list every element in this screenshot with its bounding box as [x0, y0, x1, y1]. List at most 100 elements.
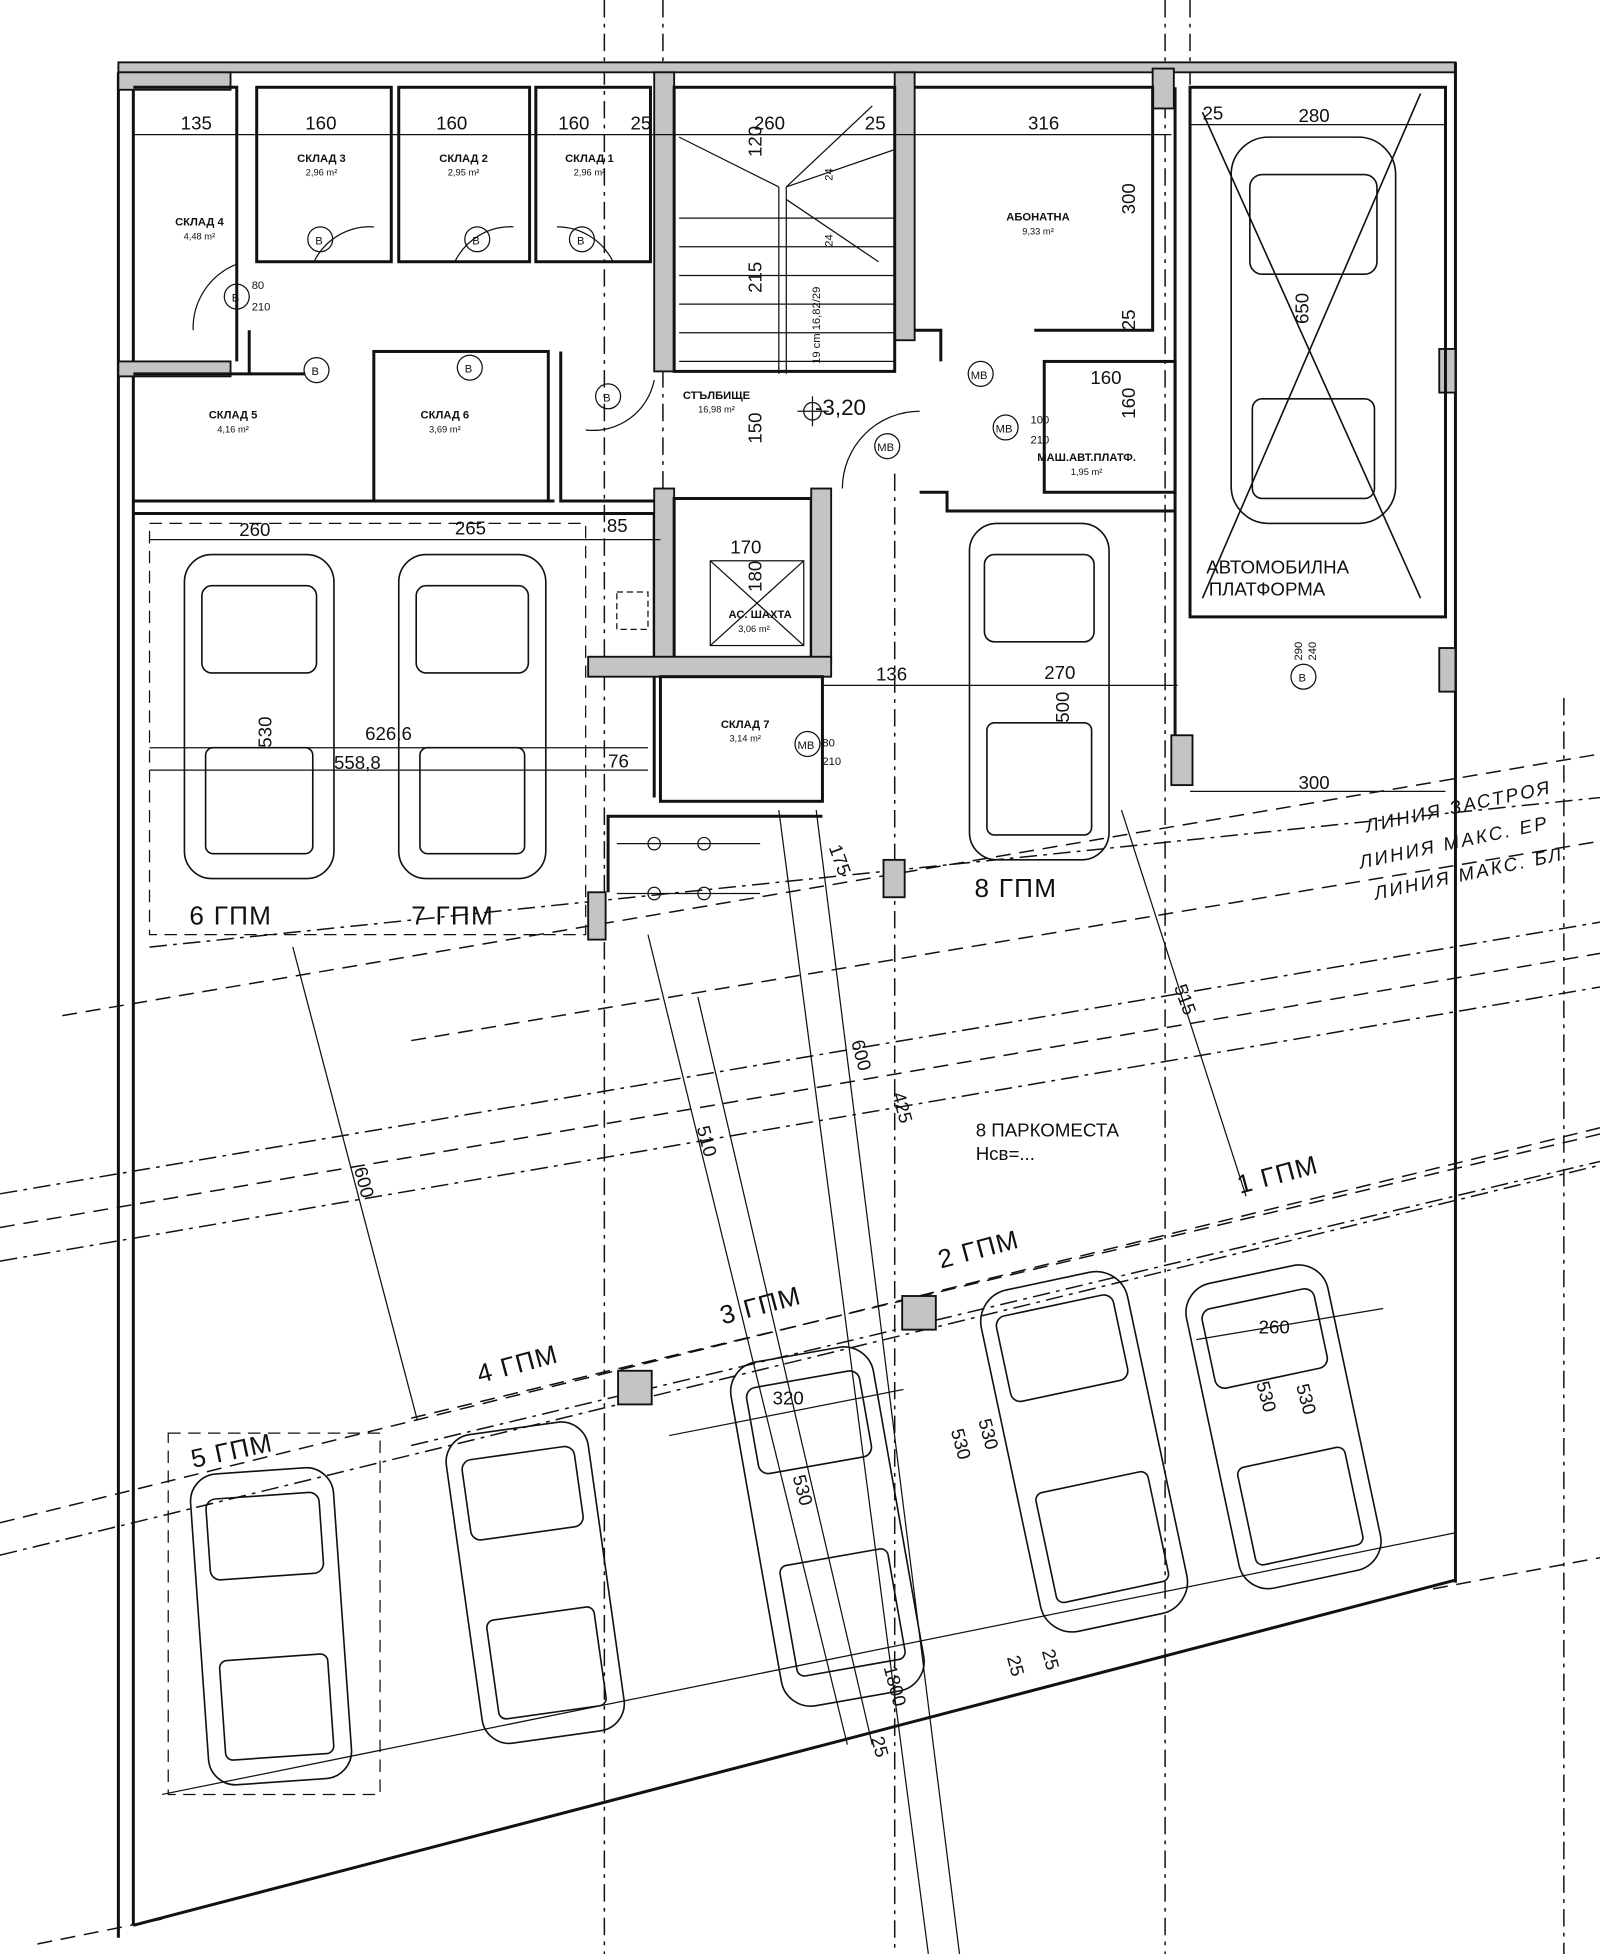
room-name: МАШ.АВТ.ПЛАТФ. [1037, 452, 1136, 464]
car-icon [189, 1466, 353, 1786]
room-name: СКЛАД 2 [439, 153, 488, 165]
door-tag: В [472, 235, 479, 247]
room-area: 16,98 m² [698, 405, 735, 415]
dim-label: 25 [1202, 103, 1223, 124]
dim-label: 76 [608, 751, 629, 772]
room-name: СКЛАД 7 [721, 719, 770, 731]
parking-spot-3: 3 ГПМ [717, 1280, 805, 1330]
dim-label: 24 [823, 168, 835, 180]
dim-label: 425 [888, 1090, 916, 1126]
dim-label: 600 [350, 1165, 378, 1201]
dim-label: 270 [1044, 662, 1075, 683]
dim-label: 300 [1298, 772, 1329, 793]
door-tag: В [577, 235, 584, 247]
door-width: 80 [822, 737, 834, 749]
dim-label: 160 [1090, 367, 1121, 388]
axis-lines [603, 0, 1565, 1954]
room-area: 2,96 m² [574, 168, 606, 178]
door-width: 100 [1031, 415, 1050, 427]
room-name: СКЛАД 4 [175, 217, 224, 229]
dim-label: 175 [825, 842, 855, 878]
stair [678, 105, 895, 427]
dimensions-middle: 260 265 85 170 180 136 270 500 530 626,6… [239, 515, 1329, 793]
room-name: СТЪЛБИЩЕ [683, 390, 751, 402]
car-icon [1185, 1264, 1382, 1590]
dim-label: 316 [1028, 113, 1059, 134]
platform-label: ПЛАТФОРМА [1209, 579, 1326, 600]
dim-label: 530 [789, 1472, 817, 1508]
parking-spot-1: 1 ГПМ [1234, 1149, 1322, 1199]
regulation-line-labels: ЛИНИЯ ЗАСТРОЯ ЛИНИЯ МАКС. ЕР ЛИНИЯ МАКС.… [1356, 776, 1565, 904]
dim-label: 280 [1298, 105, 1329, 126]
car-icon [397, 553, 547, 880]
dimensions-upper: 120 24 24 215 300 25 160 160 150 650 19 … [744, 126, 1312, 444]
door-tag: В [1298, 673, 1305, 685]
door-height: 210 [1031, 435, 1050, 447]
level-mark: -3,20 [815, 395, 866, 420]
room-area: 3,69 m² [429, 424, 461, 434]
door-height: 240 [1307, 642, 1319, 661]
door-tag: В [603, 392, 610, 404]
room-name: СКЛАД 5 [209, 410, 258, 422]
parking-count: 8 ПАРКОМЕСТА [976, 1120, 1120, 1141]
dim-label: 24 [823, 234, 835, 246]
dim-label: 170 [730, 536, 761, 557]
room-area: 2,96 m² [306, 168, 338, 178]
dim-label: 260 [239, 519, 270, 540]
dim-label: 530 [255, 717, 276, 748]
car-icon [968, 522, 1110, 861]
room-area: 4,16 m² [217, 424, 249, 434]
dim-label: 25 [865, 113, 886, 134]
door-tag: В [312, 366, 319, 378]
parking-spot-7: 7 ГПМ [411, 901, 494, 931]
room-area: 3,14 m² [729, 733, 761, 743]
dim-label: 515 [1170, 981, 1200, 1017]
dim-label: 626,6 [365, 723, 412, 744]
dim-label: 160 [436, 113, 467, 134]
dim-label: 320 [773, 1387, 804, 1408]
door-tag: В [315, 235, 322, 247]
room-area: 2,95 m² [448, 168, 480, 178]
dim-label: 160 [558, 113, 589, 134]
dimensions-lower: 175 515 600 510 600 425 320 530 530 530 … [350, 842, 1320, 1760]
door-tag: МВ [971, 370, 988, 382]
dimension-lines [133, 124, 1446, 1954]
car-icon [1201, 93, 1422, 599]
dim-label: 25 [1003, 1653, 1029, 1679]
door-height: 210 [822, 756, 841, 768]
outer-walls [116, 61, 1457, 1938]
dim-label: 215 [744, 262, 765, 293]
dim-label: 650 [1291, 293, 1312, 324]
interior-walls [133, 71, 1447, 1796]
car-icon [979, 1270, 1189, 1633]
room-name: СКЛАД 1 [565, 153, 614, 165]
door-tag: МВ [996, 423, 1013, 435]
door-tag: В [465, 364, 472, 376]
door-tag: В [232, 293, 239, 305]
room-area: 4,48 m² [184, 231, 216, 241]
room-name: АБОНАТНА [1006, 212, 1070, 224]
dim-label: 85 [607, 515, 628, 536]
car-icon [183, 553, 335, 880]
dim-label: 530 [1292, 1381, 1320, 1417]
bicycle-icon [616, 836, 761, 901]
parking-spot-6: 6 ГПМ [189, 901, 272, 931]
door-width: 290 [1293, 642, 1305, 661]
dim-label: 25 [1038, 1647, 1064, 1673]
dim-label: 180 [744, 561, 765, 592]
door-width: 80 [252, 280, 264, 292]
dim-label: 150 [744, 412, 765, 443]
dim-label: 25 [631, 113, 652, 134]
room-name: СКЛАД 3 [297, 153, 346, 165]
room-area: 9,33 m² [1022, 226, 1054, 236]
car-icon [445, 1421, 626, 1745]
dim-label: 300 [1118, 183, 1139, 214]
dim-label: 160 [305, 113, 336, 134]
dim-label: 600 [847, 1037, 875, 1073]
dim-label: 260 [754, 113, 785, 134]
room-area: 1,95 m² [1071, 467, 1103, 477]
doors: В В В В 80 210 В В В МВ МВ МВ МВ 80 210 … [192, 226, 1319, 768]
door-height: 210 [252, 301, 271, 313]
car-icon [729, 1346, 925, 1707]
